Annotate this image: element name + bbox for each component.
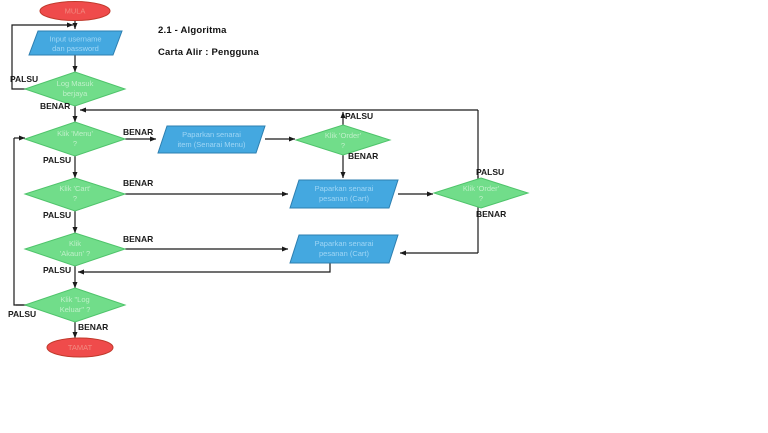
edge-login-false-loop [11, 22, 74, 90]
cartlist1-parallelogram-shape [289, 179, 399, 209]
menu-decision-shape [23, 121, 127, 157]
node-end[interactable]: TAMAT [46, 337, 114, 358]
edge-label-menu-false: PALSU [43, 155, 71, 165]
node-click-akaun[interactable]: Klik 'Akaun' ? [23, 232, 127, 267]
title-line-2: Carta Alir : Pengguna [158, 47, 259, 58]
node-click-menu[interactable]: Klik 'Menu' ? [23, 121, 127, 157]
akaun-decision-shape [23, 232, 127, 267]
node-click-logout[interactable]: Klik "Log Keluar" ? [23, 287, 127, 323]
title-line-1: 2.1 - Algoritma [158, 25, 227, 36]
edge-cartlist2-return [77, 263, 331, 275]
cartlist2-parallelogram-shape [289, 234, 399, 264]
edge-label-cart-true: BENAR [123, 178, 153, 188]
input-parallelogram-shape [28, 30, 123, 56]
edge-label-login-true: BENAR [40, 101, 70, 111]
edge-label-order-right-false: PALSU [476, 167, 504, 177]
edge-label-order-top-false: PALSU [345, 111, 373, 121]
order-top-decision-shape [294, 124, 392, 156]
edge-label-order-top-true: BENAR [348, 151, 378, 161]
end-terminator-shape [46, 337, 114, 358]
order-right-decision-shape [432, 177, 530, 209]
edge-label-akaun-false: PALSU [43, 265, 71, 275]
edge-label-cart-false: PALSU [43, 210, 71, 220]
node-show-menu-items[interactable]: Paparkan senarai item (Senarai Menu) [157, 125, 266, 154]
node-show-cart-list-2[interactable]: Paparkan senarai pesanan (Cart) [289, 234, 399, 264]
node-input-credentials[interactable]: Input username dan password [28, 30, 123, 56]
start-terminator-shape [39, 1, 111, 21]
edge-label-akaun-true: BENAR [123, 234, 153, 244]
node-show-cart-list-1[interactable]: Paparkan senarai pesanan (Cart) [289, 179, 399, 209]
logout-decision-shape [23, 287, 127, 323]
edge-label-layer: PALSU BENAR BENAR PALSU PALSU BENAR BENA… [8, 74, 506, 332]
node-start[interactable]: MULA [39, 1, 111, 21]
title-block: 2.1 - Algoritma Carta Alir : Pengguna [158, 25, 259, 58]
edge-label-logout-true: BENAR [78, 322, 108, 332]
cart-decision-shape [23, 177, 127, 212]
node-click-order-right[interactable]: Klik 'Order' ? [432, 177, 530, 209]
edge-left-bus [13, 138, 27, 306]
edge-label-menu-true: BENAR [123, 127, 153, 137]
edge-label-logout-false: PALSU [8, 309, 36, 319]
edge-label-login-false: PALSU [10, 74, 38, 84]
login-decision-shape [23, 71, 127, 107]
edge-label-order-right-true: BENAR [476, 209, 506, 219]
node-click-cart[interactable]: Klik 'Cart' ? [23, 177, 127, 212]
menuitems-parallelogram-shape [157, 125, 266, 154]
